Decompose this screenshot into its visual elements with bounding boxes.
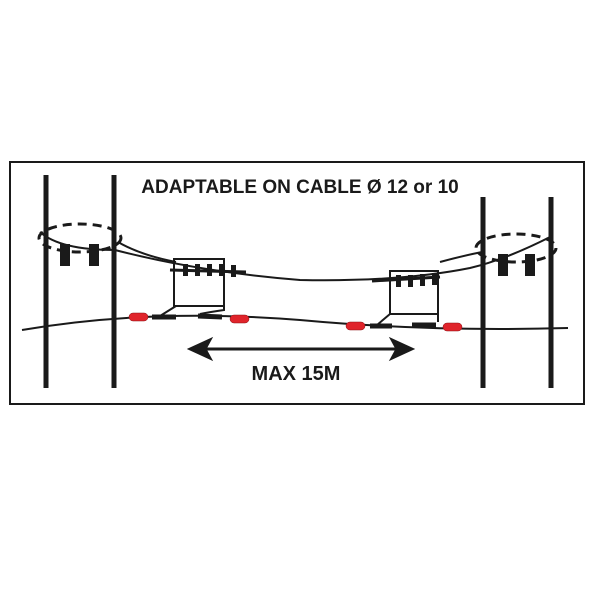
- left-poles: [43, 175, 117, 388]
- bolt: [396, 275, 401, 287]
- right-poles: [480, 197, 554, 388]
- right-bracket-body: [389, 270, 439, 315]
- bolt: [207, 264, 212, 276]
- left-hanging-bracket: [152, 258, 247, 320]
- distance-arrow: [186, 336, 416, 362]
- red-marker: [128, 312, 149, 322]
- bolt: [231, 265, 236, 277]
- right-attachment-ring: [474, 232, 558, 264]
- cable-markers: [128, 312, 463, 332]
- left-bracket-bolts: [183, 264, 236, 277]
- upper-cable-secondary: [439, 251, 483, 263]
- red-marker: [229, 314, 250, 324]
- bolt: [183, 264, 188, 276]
- upper-cable-secondary: [117, 241, 177, 263]
- diagram-title: ADAPTABLE ON CABLE Ø 12 or 10: [141, 177, 458, 198]
- bolt: [219, 264, 224, 276]
- left-attachment-ring: [37, 222, 123, 254]
- upper-cable: [39, 231, 553, 282]
- right-pole-attachment: [474, 232, 558, 276]
- arrow-left-head-icon: [186, 336, 214, 362]
- bolt: [432, 273, 437, 285]
- red-marker: [442, 322, 463, 332]
- left-bracket-foot: [197, 313, 223, 320]
- bolt: [195, 264, 200, 276]
- arrow-right-head-icon: [388, 336, 416, 362]
- right-bracket-tie: [371, 275, 441, 283]
- left-bracket-leg: [199, 300, 225, 315]
- bolt: [408, 275, 413, 287]
- upper-cables: [39, 231, 553, 282]
- right-hanging-bracket: [370, 270, 441, 329]
- left-pole-attachment: [37, 222, 123, 266]
- right-clamp-block: [525, 254, 535, 276]
- right-clamp-block: [498, 254, 508, 276]
- distance-label: MAX 15M: [252, 363, 341, 385]
- left-bracket-body: [173, 258, 225, 307]
- left-bracket-leg: [159, 305, 177, 317]
- bolt: [420, 274, 425, 286]
- right-bracket-bolts: [396, 273, 437, 287]
- left-clamp-block: [89, 244, 99, 266]
- red-marker: [345, 321, 366, 331]
- diagram-frame: [9, 161, 585, 405]
- lower-cable: [21, 314, 569, 331]
- left-clamp-block: [60, 244, 70, 266]
- right-bracket-leg: [376, 313, 391, 326]
